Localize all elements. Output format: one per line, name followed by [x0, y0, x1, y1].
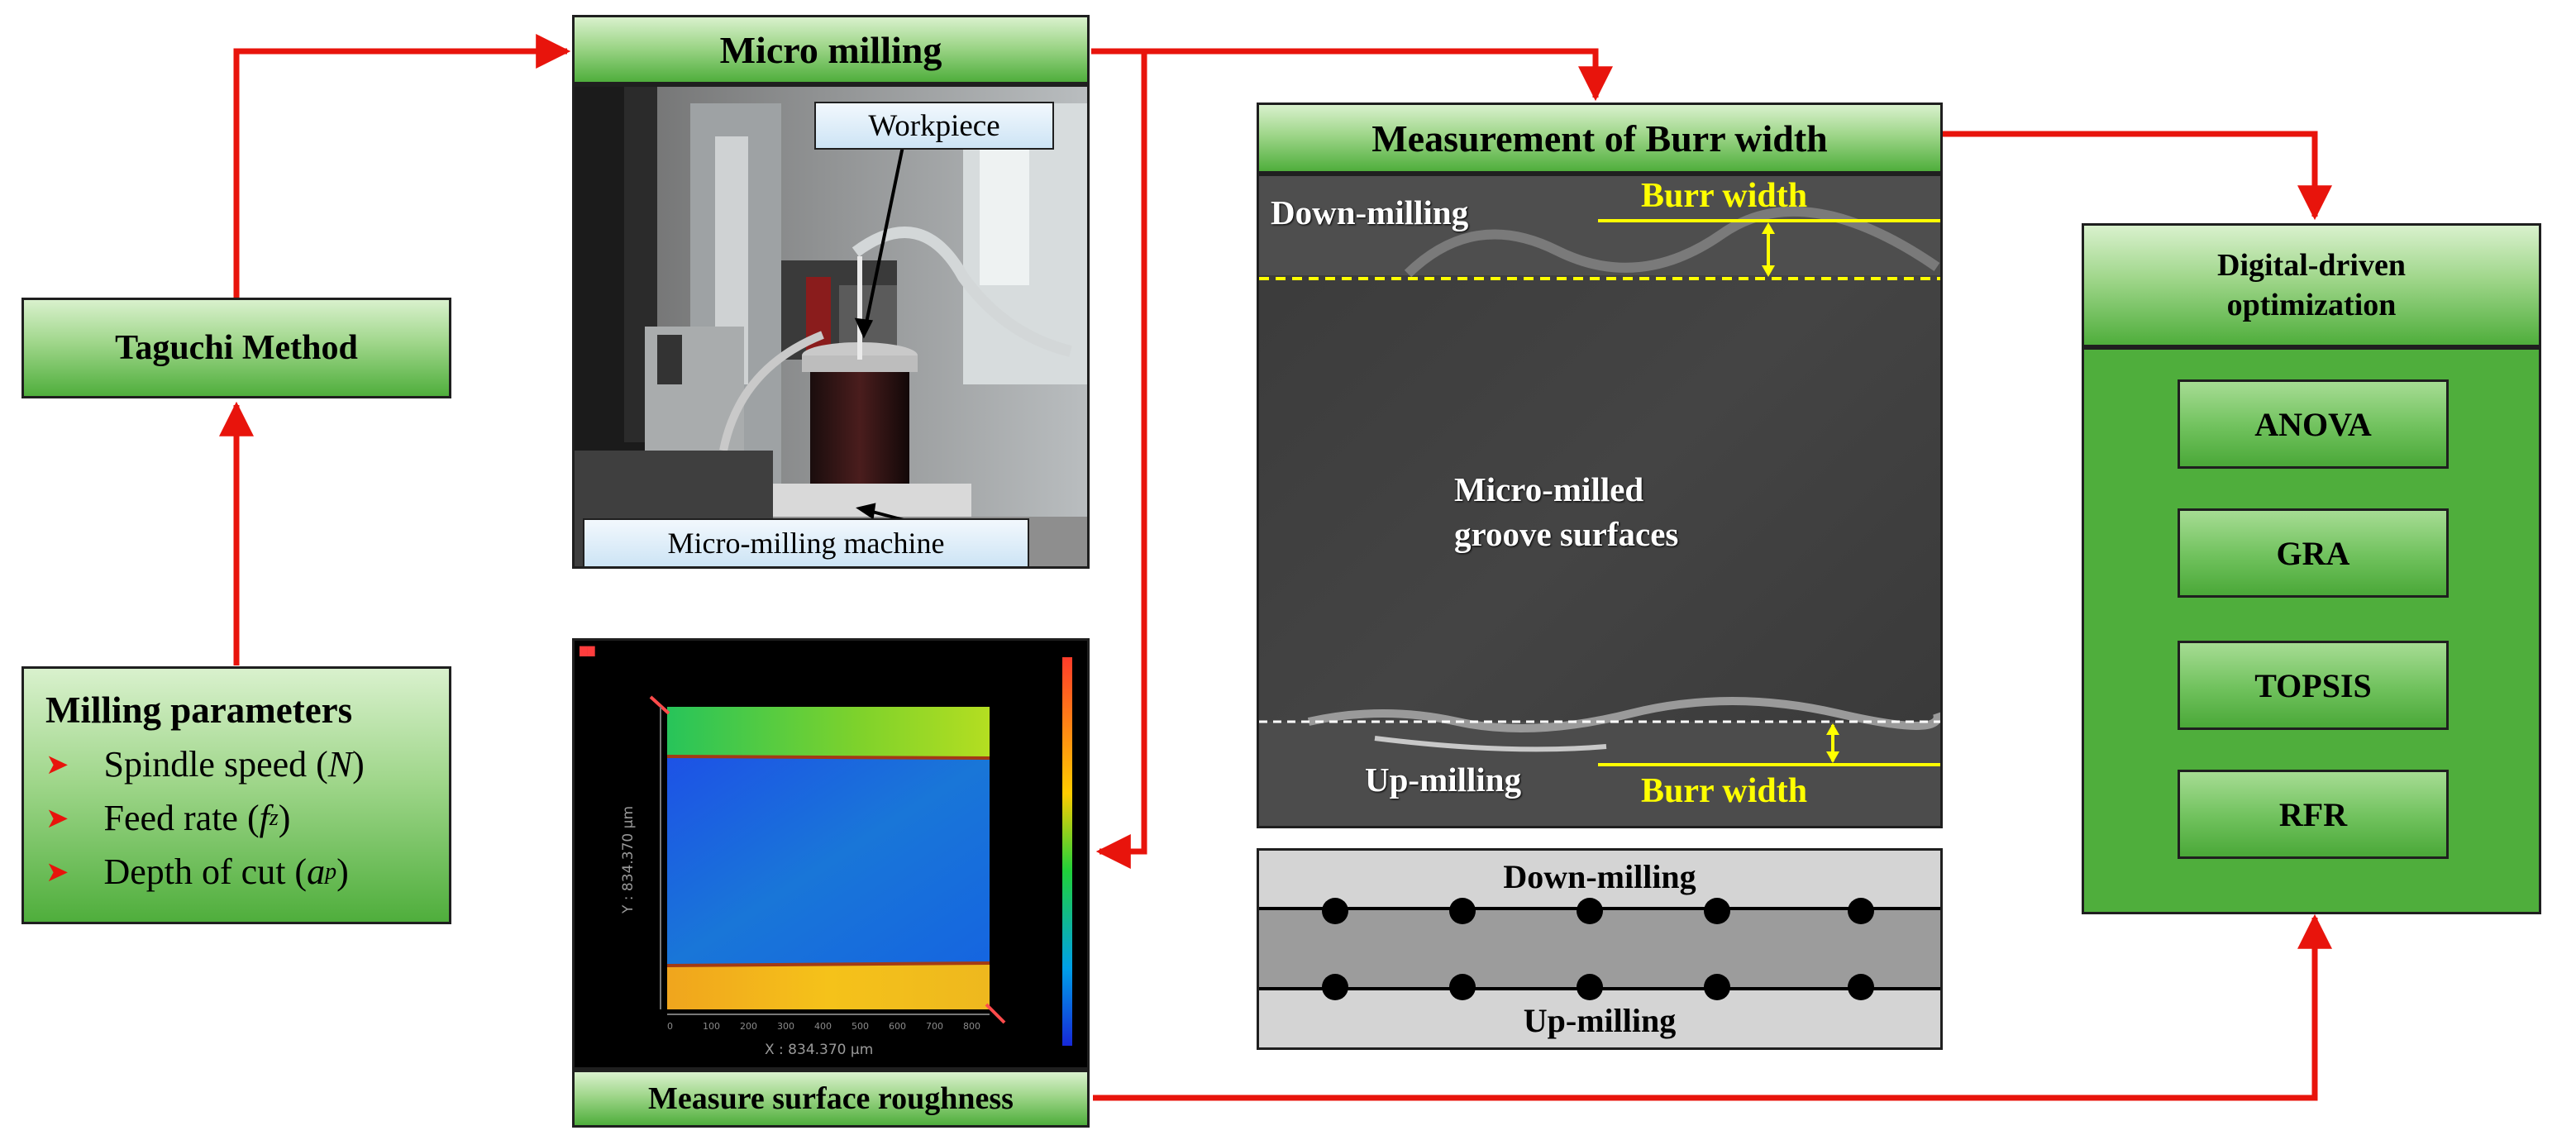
y-axis-label: Y : 834.370 µm: [620, 806, 637, 914]
roughness-map: 0 100 200 300 400 500 600 700 800 ▇▇ X : 834.3…: [579, 645, 1072, 1058]
svg-text:600: 600: [889, 1021, 906, 1032]
micro-milling-machine-label: Micro-milling machine: [583, 518, 1029, 566]
svg-text:700: 700: [926, 1021, 943, 1032]
micro-milling-title: Micro milling: [572, 15, 1090, 84]
schematic-up-label: Up-milling: [1523, 1002, 1677, 1039]
taguchi-method-box: Taguchi Method: [21, 298, 451, 398]
taguchi-label: Taguchi Method: [115, 329, 358, 367]
arrow-burr-to-optimization: [1943, 131, 2332, 221]
workpiece-label: Workpiece: [814, 102, 1054, 150]
burr-width-title: Measurement of Burr width: [1257, 103, 1943, 174]
method-anova: ANOVA: [2178, 379, 2449, 469]
svg-text:500: 500: [852, 1021, 869, 1032]
surface-roughness-image: 0 100 200 300 400 500 600 700 800 ▇▇ X : 834.3…: [572, 638, 1090, 1070]
optimization-title: Digital-driven optimization: [2082, 223, 2541, 347]
milling-parameters-box: Milling parameters ➤ Spindle speed (N) ➤…: [21, 666, 451, 924]
burr-width-bottom-label: Burr width: [1641, 772, 1808, 810]
measurement-schematic: Down-milling Up-milling: [1257, 848, 1943, 1050]
arrow-roughness-to-optimization: [1093, 913, 2332, 1101]
svg-text:100: 100: [703, 1021, 720, 1032]
arrow-taguchi-to-milling: [233, 34, 571, 298]
micro-milled-label: Micro-milled groove surfaces: [1454, 470, 1679, 553]
arrow-milling-to-burr: [1091, 48, 1613, 102]
chevron-right-icon: ➤: [45, 747, 69, 781]
sem-micrograph: [1259, 176, 1940, 826]
burr-sem-image: Down-milling Burr width Micro-milled gro…: [1257, 174, 1943, 828]
measure-surface-roughness-label: Measure surface roughness: [572, 1070, 1090, 1128]
micro-milling-photo: Workpiece Micro-milling machine: [572, 84, 1090, 569]
x-axis-label: X : 834.370 µm: [765, 1042, 873, 1058]
schematic-graphic: [1259, 898, 1940, 1000]
milling-parameters-title: Milling parameters: [45, 689, 353, 731]
svg-text:0: 0: [667, 1021, 673, 1032]
chevron-right-icon: ➤: [45, 855, 69, 889]
method-gra: GRA: [2178, 508, 2449, 598]
svg-text:▇▇: ▇▇: [579, 645, 595, 656]
method-rfr: RFR: [2178, 770, 2449, 859]
svg-text:400: 400: [814, 1021, 832, 1032]
schematic-down-label: Down-milling: [1503, 858, 1696, 895]
arrow-milling-to-roughness: [1091, 48, 1147, 869]
chevron-right-icon: ➤: [45, 801, 69, 835]
svg-text:200: 200: [740, 1021, 757, 1032]
param-spindle-speed: ➤ Spindle speed (N): [45, 744, 365, 785]
down-milling-label: Down-milling: [1271, 193, 1469, 231]
pointer-lines: [854, 126, 909, 522]
up-milling-label: Up-milling: [1365, 761, 1522, 799]
burr-width-top-label: Burr width: [1641, 177, 1808, 215]
optimization-methods-panel: ANOVA GRA TOPSIS RFR: [2082, 347, 2541, 914]
svg-text:800: 800: [963, 1021, 980, 1032]
machine-illustration: [575, 87, 1087, 566]
method-topsis: TOPSIS: [2178, 641, 2449, 730]
svg-text:300: 300: [777, 1021, 794, 1032]
